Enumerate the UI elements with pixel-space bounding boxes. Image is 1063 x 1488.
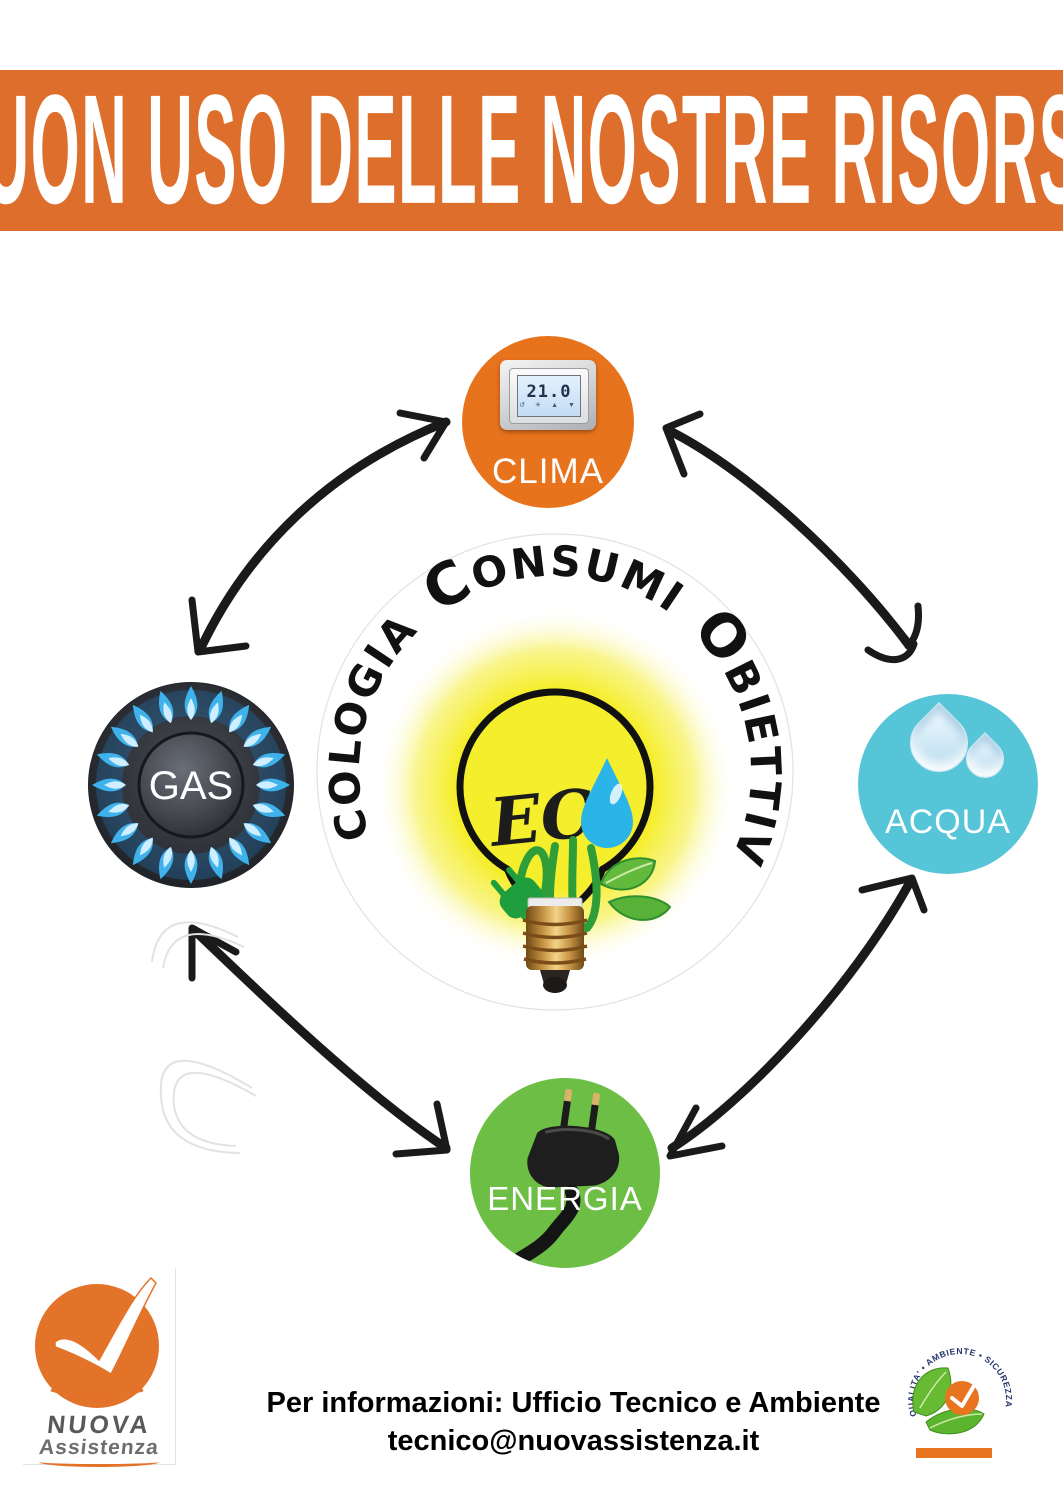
thermostat-icon: 21.0 ↺ ☀ ▲ ▼ — [500, 360, 596, 430]
yellow-glow — [345, 570, 765, 990]
footer-line1: Per informazioni: Ufficio Tecnico e Ambi… — [266, 1387, 881, 1419]
node-energia: ENERGIA — [470, 1078, 660, 1268]
thermostat-panel: 21.0 ↺ ☀ ▲ ▼ — [509, 368, 589, 424]
logo-name-bottom: Assistenza — [37, 1436, 161, 1459]
footer-line2: tecnico@nuovassistenza.it — [387, 1425, 760, 1457]
seal-check-icon — [950, 1382, 977, 1408]
node-clima: 21.0 ↺ ☀ ▲ ▼ CLIMA — [462, 336, 634, 508]
flame-ring — [92, 686, 290, 884]
leaf-icon — [599, 857, 672, 921]
check-icon — [54, 1276, 157, 1376]
gas-burner-icon: GAS — [89, 683, 293, 887]
node-acqua: ACQUA — [858, 694, 1038, 874]
logo-check-mark — [35, 1276, 159, 1408]
water-drop-icon — [897, 701, 981, 785]
eco-bulb-emblem: ECOLOGIA CONSUMI OBIETTIVI EC — [315, 532, 794, 1011]
footer: Per informazioni: Ufficio Tecnico e Ambi… — [42, 1384, 1063, 1460]
node-gas: GAS — [88, 682, 294, 888]
ghost-arrow-outlines — [151, 921, 257, 1154]
power-plug-icon — [499, 1088, 620, 1268]
gas-label: GAS — [149, 764, 233, 808]
banner-title: BUON USO DELLE NOSTRE RISORSE — [0, 70, 1063, 231]
bulb-base — [522, 897, 588, 993]
banner: BUON USO DELLE NOSTRE RISORSE — [0, 70, 1063, 231]
acqua-label: ACQUA — [885, 803, 1011, 841]
seal-bar — [916, 1448, 992, 1458]
quality-seal: QUALITA' • AMBIENTE • SICUREZZA — [906, 1348, 1014, 1458]
drop-in-bulb-icon — [581, 758, 633, 848]
clima-label: CLIMA — [492, 452, 604, 491]
logo-underline — [39, 1458, 159, 1467]
logo-swoosh — [50, 1388, 144, 1399]
leaves-icon — [912, 1367, 985, 1435]
thermostat-reading: 21.0 — [526, 381, 572, 402]
thermostat-keys: ↺ ☀ ▲ ▼ — [519, 401, 579, 409]
thermostat-screen: 21.0 ↺ ☀ ▲ ▼ — [517, 375, 581, 417]
nuova-assistenza-logo: NUOVA Assistenza — [23, 1268, 176, 1467]
energia-label: ENERGIA — [487, 1180, 643, 1217]
